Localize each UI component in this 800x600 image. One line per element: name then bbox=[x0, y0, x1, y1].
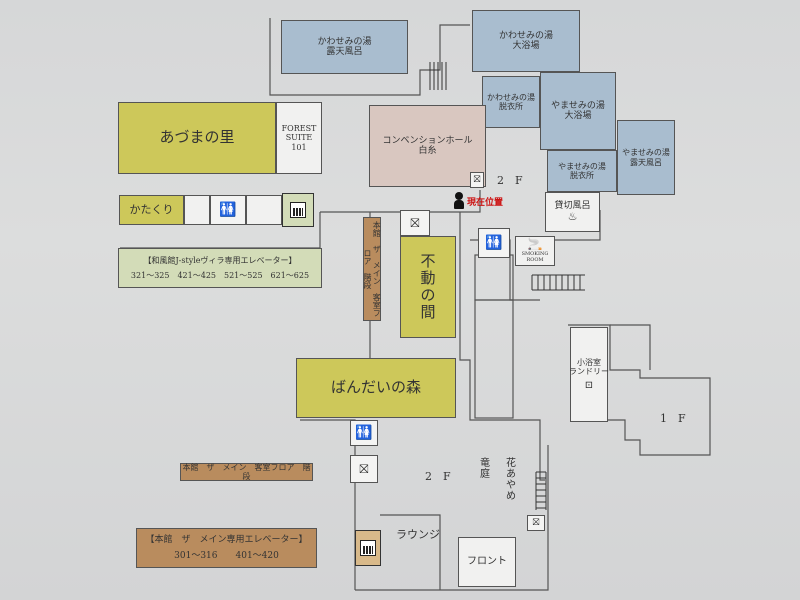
lounge-label: ラウンジ bbox=[396, 528, 440, 541]
restroom-icon-lower: 🚻 bbox=[350, 420, 378, 446]
bandai-no-mori-hall: ばんだいの森 bbox=[296, 358, 456, 418]
villa-elevator-rooms: 321～325 421～425 521～525 621～625 bbox=[130, 271, 310, 280]
yamasemi-outdoor-bath: やませみの湯 露天風呂 bbox=[617, 120, 675, 195]
main-elevator-title: 【本館 ザ メイン専用エレベーター】 bbox=[145, 534, 308, 545]
stairs-icon-small: ⛝ bbox=[470, 172, 484, 188]
stairs-icon-lower: ⛝ bbox=[350, 455, 378, 483]
villa-elevator-sign: 【和風館J-styleヴィラ専用エレベーター】 321～325 421～425 … bbox=[118, 248, 322, 288]
restroom-icon-center: 🚻 bbox=[478, 228, 510, 258]
kawasemi-outdoor-bath: かわせみの湯 露天風呂 bbox=[281, 20, 408, 74]
yamasemi-changing-room: やませみの湯 脱衣所 bbox=[547, 150, 617, 192]
main-elevator-icon bbox=[355, 530, 381, 566]
small-bath-laundry: 小浴室 ランドリー ⊡ bbox=[569, 327, 609, 422]
yamasemi-large-bath: やませみの湯 大浴場 bbox=[540, 72, 616, 150]
front-desk: フロント bbox=[458, 537, 516, 587]
laundry-icon: ⊡ bbox=[584, 379, 594, 391]
hot-spring-icon: ♨ bbox=[567, 209, 578, 223]
azuma-no-sato-hall: あづまの里 bbox=[118, 102, 276, 174]
smoking-room: 🚬 SMOKING ROOM bbox=[515, 236, 555, 266]
kawasemi-large-bath: かわせみの湯 大浴場 bbox=[472, 10, 580, 72]
villa-elevator-icon bbox=[282, 193, 314, 227]
small-bath-laundry-label: 小浴室 ランドリー bbox=[569, 357, 609, 376]
floor-label-2f-lower: 2 F bbox=[425, 470, 451, 483]
smoking-room-label: SMOKING ROOM bbox=[521, 251, 549, 263]
private-bath: 貸切風呂 ♨ bbox=[545, 192, 600, 232]
current-position-icon bbox=[454, 200, 464, 209]
stairs-icon: ⛝ bbox=[400, 210, 430, 236]
floor-label-1f: 1 F bbox=[660, 412, 686, 425]
villa-elevator-title: 【和風館J-styleヴィラ専用エレベーター】 bbox=[143, 255, 297, 265]
smoking-icon: 🚬 bbox=[527, 237, 543, 252]
fudo-no-ma-hall: 不 動 の 間 bbox=[400, 236, 456, 338]
private-bath-label: 貸切風呂 bbox=[554, 200, 591, 211]
convention-hall-shiraito: コンベンションホール 白糸 bbox=[369, 105, 486, 187]
forest-suite-101: FOREST SUITE 101 bbox=[276, 102, 322, 174]
ryotei-label: 竜 庭 bbox=[480, 458, 490, 480]
kawasemi-changing-room: かわせみの湯 脱衣所 bbox=[482, 76, 540, 128]
restroom-icon: 🚻 bbox=[210, 195, 246, 225]
main-elevator-sign: 【本館 ザ メイン専用エレベーター】 301～316 401～420 bbox=[136, 528, 317, 568]
floor-label-2f-upper: 2 F bbox=[497, 174, 523, 187]
stair-sign-lower: 本館 ザ メイン 客室フロア 階段 bbox=[180, 463, 313, 481]
corridor-segment bbox=[246, 195, 282, 225]
katakuri-room: かたくり bbox=[119, 195, 184, 225]
hana-ayame-label: 花 あ や め bbox=[506, 458, 516, 502]
stair-sign-upper: 本館 ザ メイン 客室フロア 階段 bbox=[363, 217, 381, 321]
main-elevator-rooms: 301～316 401～420 bbox=[174, 551, 279, 561]
current-position-head bbox=[455, 192, 463, 200]
stairs-icon-front: ⛝ bbox=[527, 515, 545, 531]
corridor-segment bbox=[184, 195, 210, 225]
current-position-label: 現在位置 bbox=[467, 198, 504, 208]
